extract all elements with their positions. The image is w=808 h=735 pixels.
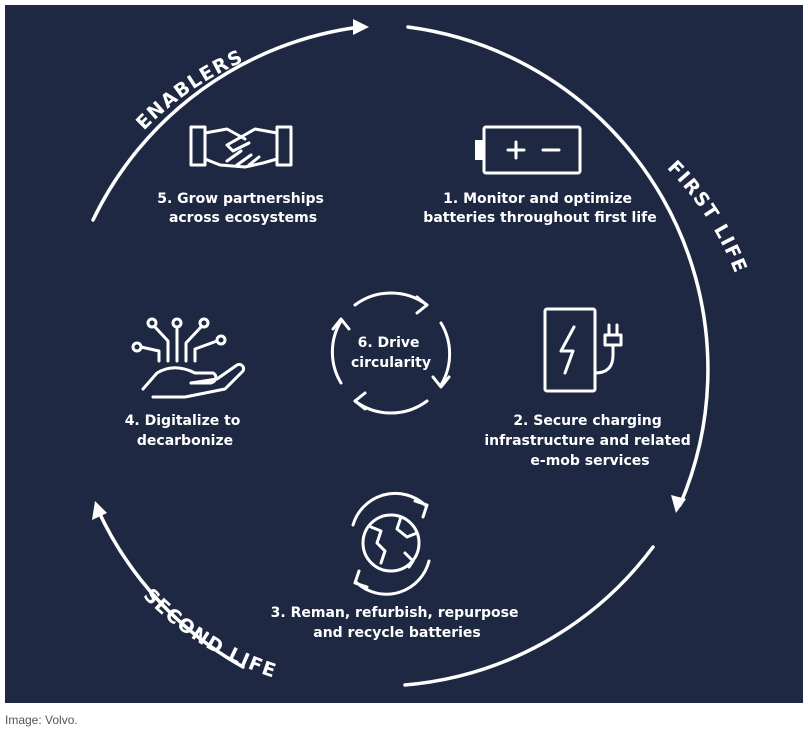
handshake-icon bbox=[189, 125, 293, 169]
ring-segment-top-left bbox=[91, 25, 362, 222]
recycle-globe-icon bbox=[351, 491, 431, 596]
ring-segment-bottom-right bbox=[403, 545, 655, 687]
step-5-label: 5. Grow partnerships across ecosystems bbox=[157, 191, 329, 226]
step-1-label: 1. Monitor and optimize batteries throug… bbox=[423, 191, 656, 226]
step-4-label: 4. Digitalize to decarbonize bbox=[125, 413, 246, 449]
battery-icon bbox=[475, 125, 582, 175]
ring-label-first-life: FIRST LIFE bbox=[663, 156, 752, 277]
step-6-label: 6. Drive circularity bbox=[351, 335, 431, 371]
ring-arrowhead-left bbox=[92, 501, 107, 520]
ring-arrowhead-right bbox=[671, 495, 686, 513]
step-2-label: 2. Secure charging infrastructure and re… bbox=[484, 413, 695, 469]
ring-label-enablers: ENABLERS bbox=[132, 46, 247, 135]
circular-arrows-icon bbox=[330, 291, 452, 415]
ring-segment-bottom-left bbox=[96, 508, 245, 669]
ring-arrowhead-top bbox=[353, 19, 369, 35]
charging-station-icon bbox=[543, 307, 623, 393]
step-3-label: 3. Reman, refurbish, repurpose and recyc… bbox=[271, 605, 524, 641]
circular-economy-diagram: ENABLERS FIRST LIFE SECOND LIFE 5. Grow … bbox=[5, 5, 803, 703]
digital-hand-icon bbox=[131, 317, 245, 399]
image-caption: Image: Volvo. bbox=[5, 713, 78, 727]
ring-segment-top-right bbox=[406, 25, 710, 507]
ring-label-second-life: SECOND LIFE bbox=[139, 584, 280, 683]
